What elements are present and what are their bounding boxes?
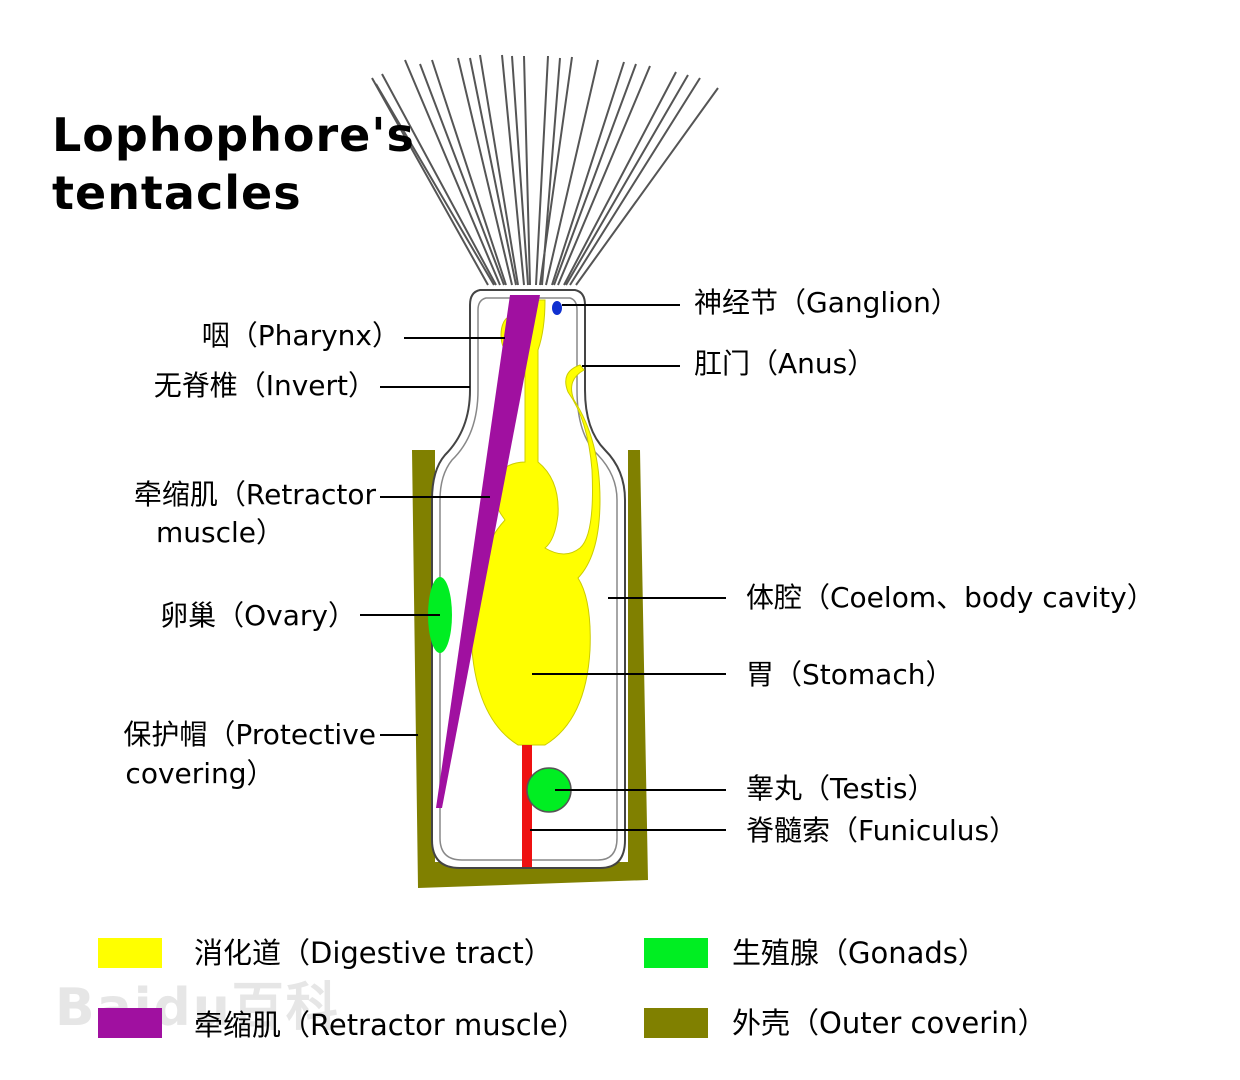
label-protective-line1: 保护帽（Protective: [123, 718, 376, 751]
label-coelom: 体腔（Coelom、body cavity）: [746, 581, 1155, 614]
ganglion-shape: [552, 301, 562, 315]
funiculus-shape: [522, 745, 532, 867]
legend-label-digestive: 消化道（Digestive tract）: [194, 936, 553, 970]
label-testis: 睾丸（Testis）: [746, 772, 936, 805]
legend-label-gonads: 生殖腺（Gonads）: [732, 936, 987, 970]
label-invert: 无脊椎（Invert）: [153, 369, 376, 402]
label-ovary: 卵巢（Ovary）: [160, 599, 356, 632]
legend-swatch-retractor: [98, 1008, 162, 1038]
label-stomach: 胃（Stomach）: [746, 658, 954, 691]
label-protective-line2: covering）: [125, 757, 275, 790]
label-ganglion: 神经节（Ganglion）: [694, 286, 959, 319]
lophophore-tentacles: [371, 54, 719, 286]
digestive-tract-shape: [471, 299, 601, 746]
diagram-title: Lophophore's tentacles: [52, 106, 415, 222]
label-anus: 肛门（Anus）: [694, 347, 876, 380]
title-line-2: tentacles: [52, 166, 302, 220]
label-retractor-line1: 牵缩肌（Retractor: [133, 478, 376, 511]
label-pharynx: 咽（Pharynx）: [201, 319, 400, 352]
title-line-1: Lophophore's: [52, 108, 415, 162]
retractor-muscle-shape: [436, 295, 540, 808]
legend-label-outer: 外壳（Outer coverin）: [732, 1006, 1047, 1040]
legend-label-retractor: 牵缩肌（Retractor muscle）: [194, 1008, 587, 1042]
leader-lines: [360, 304, 726, 831]
legend-swatch-gonads: [644, 938, 708, 968]
legend-swatch-digestive: [98, 938, 162, 968]
label-retractor-line2: muscle）: [155, 516, 284, 549]
legend-swatch-outer: [644, 1008, 708, 1038]
label-funiculus: 脊髓索（Funiculus）: [746, 814, 1018, 847]
